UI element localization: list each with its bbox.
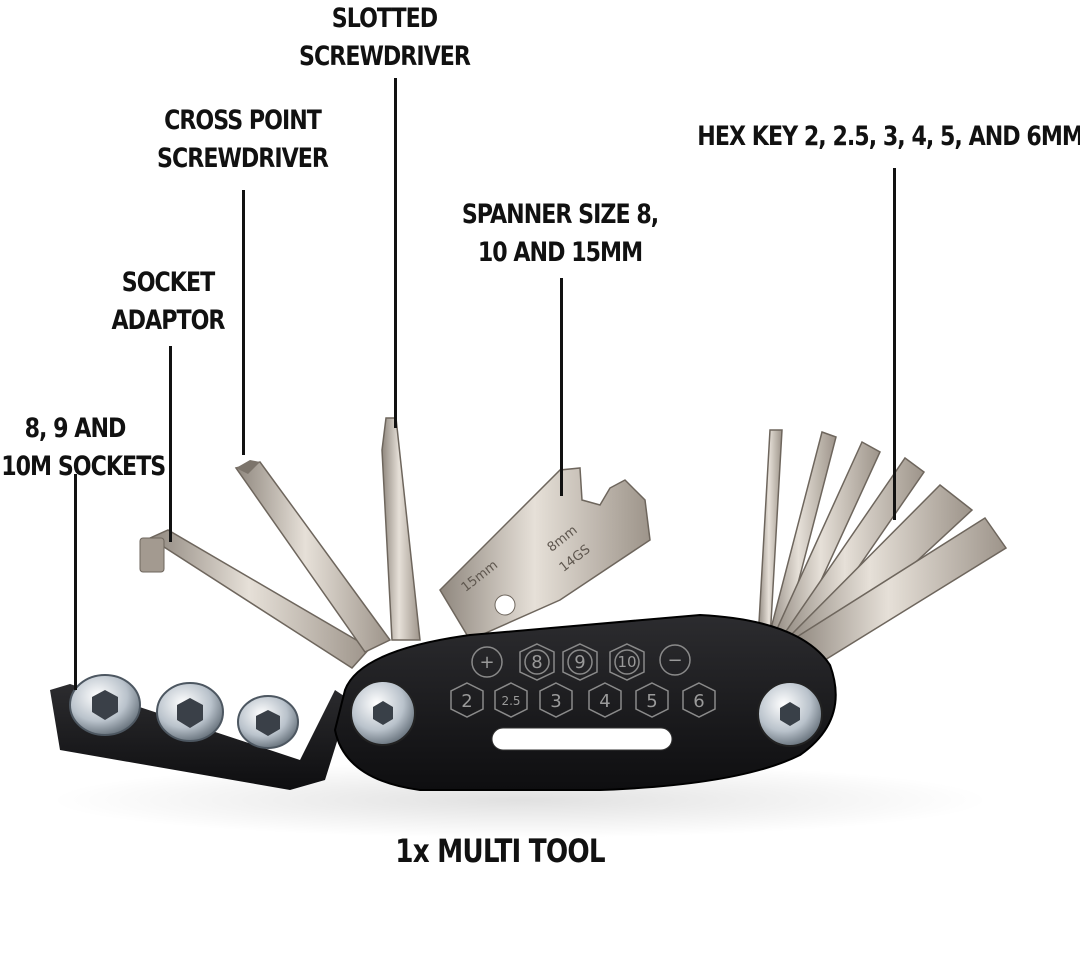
label-socket-adaptor-line1: SOCKET bbox=[121, 267, 215, 298]
label-spanner-line1: SPANNER SIZE 8, bbox=[461, 199, 659, 230]
label-slotted: SLOTTED SCREWDRIVER bbox=[292, 0, 477, 76]
marking-9: 9 bbox=[574, 652, 585, 673]
label-spanner-line2: 10 AND 15MM bbox=[477, 237, 643, 268]
socket-adaptor bbox=[139, 529, 372, 669]
label-hex-key-line1: HEX KEY 2, 2.5, 3, 4, 5, AND 6MM bbox=[697, 121, 1080, 152]
label-cross-point-line1: CROSS POINT bbox=[164, 105, 322, 136]
marking-10: 10 bbox=[617, 653, 636, 671]
marking-bottom-row bbox=[450, 682, 716, 718]
leader-slotted bbox=[394, 78, 397, 428]
label-socket-adaptor: SOCKET ADAPTOR bbox=[94, 264, 242, 340]
tool-body: + 8 9 10 − 2 2.5 3 4 5 6 bbox=[333, 613, 837, 791]
marking-2: 2 bbox=[461, 691, 472, 712]
caption: 1x MULTI TOOL bbox=[395, 832, 605, 870]
leader-spanner bbox=[560, 278, 563, 496]
label-slotted-line1: SLOTTED bbox=[331, 3, 438, 34]
leader-socket-adaptor bbox=[169, 346, 172, 542]
marking-8: 8 bbox=[531, 652, 542, 673]
label-sockets-line1: 8, 9 AND bbox=[24, 413, 127, 444]
cross-point-screwdriver bbox=[234, 460, 392, 653]
sockets bbox=[69, 674, 299, 749]
socket-9mm bbox=[156, 682, 224, 742]
hex-keys bbox=[757, 429, 1008, 670]
label-cross-point-line2: SCREWDRIVER bbox=[157, 143, 329, 174]
marking-2-5: 2.5 bbox=[501, 694, 520, 708]
body-screw-right bbox=[757, 681, 823, 747]
label-spanner: SPANNER SIZE 8, 10 AND 15MM bbox=[449, 196, 670, 272]
marking-top-row bbox=[471, 643, 691, 681]
slotted-screwdriver bbox=[381, 417, 421, 641]
socket-10mm bbox=[237, 695, 299, 749]
marking-5: 5 bbox=[646, 691, 657, 712]
label-cross-point: CROSS POINT SCREWDRIVER bbox=[150, 102, 335, 178]
marking-3: 3 bbox=[550, 691, 561, 712]
marking-4: 4 bbox=[599, 691, 610, 712]
label-socket-adaptor-line2: ADAPTOR bbox=[111, 305, 226, 336]
socket-8mm bbox=[69, 674, 141, 736]
leader-sockets bbox=[74, 474, 77, 690]
marking-6: 6 bbox=[693, 691, 704, 712]
label-hex-key: HEX KEY 2, 2.5, 3, 4, 5, AND 6MM bbox=[697, 118, 1080, 156]
label-sockets: 8, 9 AND 10M SOCKETS bbox=[1, 410, 166, 486]
marking-plus: + bbox=[479, 652, 494, 673]
body-screw-left bbox=[350, 680, 416, 746]
leader-hex-key bbox=[893, 168, 896, 520]
spanner: 15mm 8mm 14GS bbox=[439, 467, 651, 641]
label-slotted-line2: SCREWDRIVER bbox=[299, 41, 471, 72]
body-slot bbox=[491, 727, 673, 751]
label-sockets-line2: 10M SOCKETS bbox=[1, 451, 166, 482]
marking-minus: − bbox=[667, 650, 682, 671]
leader-cross-point bbox=[242, 190, 245, 455]
